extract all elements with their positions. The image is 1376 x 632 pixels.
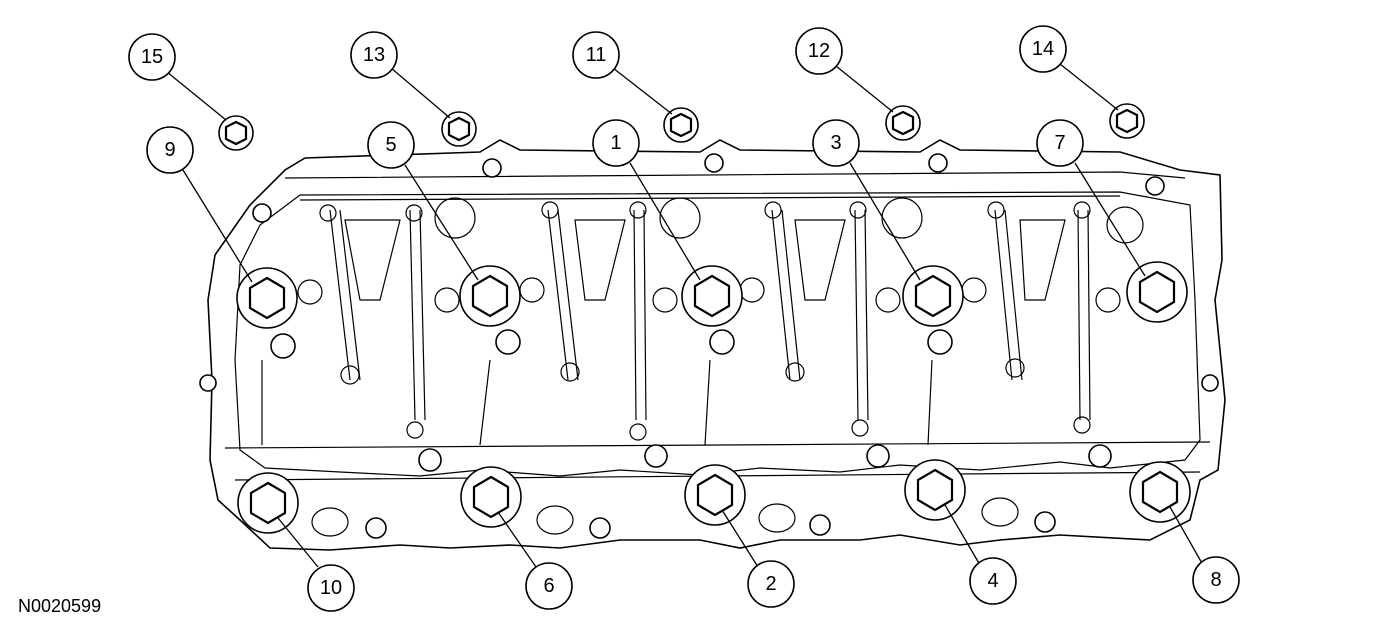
callout-6-label: 6 xyxy=(543,575,554,597)
callout-14: 14 xyxy=(1019,25,1067,73)
bolt-14 xyxy=(1109,103,1145,139)
callout-3: 3 xyxy=(812,119,860,167)
callout-13: 13 xyxy=(350,31,398,79)
callout-12: 12 xyxy=(795,27,843,75)
callout-8: 8 xyxy=(1192,556,1240,604)
bolt-6 xyxy=(460,466,522,528)
callout-7: 7 xyxy=(1036,119,1084,167)
callout-2-label: 2 xyxy=(765,573,776,595)
head-bolts xyxy=(236,261,1191,534)
bolt-12 xyxy=(885,105,921,141)
bolt-9 xyxy=(236,267,298,329)
bolt-2 xyxy=(684,464,746,526)
bolt-3 xyxy=(902,265,964,327)
callouts: 15 13 11 12 14 9 5 1 xyxy=(128,25,1240,612)
callout-9: 9 xyxy=(146,126,194,174)
bolt-11 xyxy=(663,107,699,143)
bolt-8 xyxy=(1129,461,1191,523)
callout-13-label: 13 xyxy=(363,44,385,66)
callout-8-label: 8 xyxy=(1210,569,1221,591)
upper-small-bolts xyxy=(218,103,1145,151)
callout-10-label: 10 xyxy=(320,577,342,599)
callout-7-label: 7 xyxy=(1054,132,1065,154)
bolt-13 xyxy=(441,111,477,147)
bolt-15 xyxy=(218,115,254,151)
callout-5: 5 xyxy=(367,121,415,169)
callout-2: 2 xyxy=(747,560,795,608)
bolt-4 xyxy=(904,459,966,521)
callout-1: 1 xyxy=(592,119,640,167)
callout-15: 15 xyxy=(128,33,176,81)
leader-lines xyxy=(166,63,1204,568)
callout-6: 6 xyxy=(525,562,573,610)
callout-4: 4 xyxy=(969,557,1017,605)
callout-11-label: 11 xyxy=(586,44,607,66)
callout-15-label: 15 xyxy=(141,46,163,68)
callout-4-label: 4 xyxy=(987,570,998,592)
figure-code: N0020599 xyxy=(18,596,102,616)
callout-3-label: 3 xyxy=(830,132,841,154)
bolt-10 xyxy=(237,472,299,534)
callout-12-label: 12 xyxy=(808,40,830,62)
bolt-7 xyxy=(1126,261,1188,323)
bolt-1 xyxy=(681,265,743,327)
valve-train-detail xyxy=(261,197,1144,537)
callout-9-label: 9 xyxy=(164,139,175,161)
callout-14-label: 14 xyxy=(1032,38,1054,60)
upper-bosses xyxy=(199,153,1219,539)
callout-1-label: 1 xyxy=(610,132,621,154)
bolt-5 xyxy=(459,265,521,327)
callout-11: 11 xyxy=(572,31,620,79)
callout-5-label: 5 xyxy=(385,134,396,156)
callout-10: 10 xyxy=(307,564,355,612)
